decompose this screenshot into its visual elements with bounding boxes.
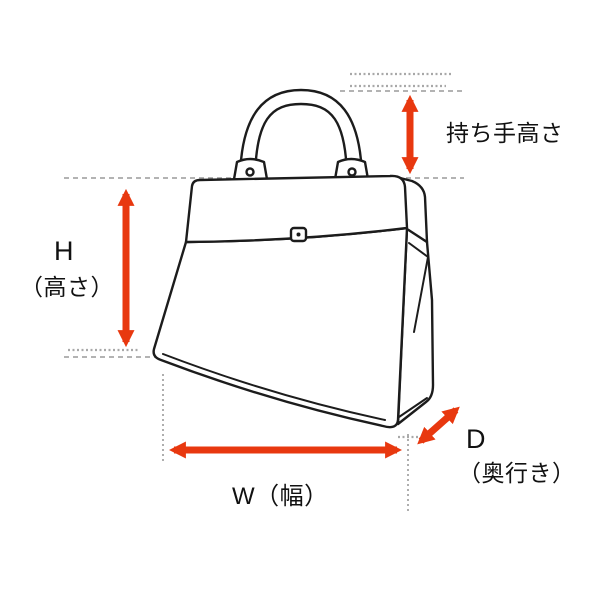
rivet-left: [245, 167, 255, 177]
label-height-word: （高さ）: [20, 274, 114, 300]
label-height-letter: H: [54, 236, 74, 266]
label-width: W（幅）: [232, 483, 329, 510]
handbag-art: [152, 88, 435, 429]
bag-clasp-hole: [296, 232, 301, 237]
bag-flap: [184, 174, 409, 244]
bag-gusset-fold: [408, 242, 429, 333]
label-handle-height: 持ち手高さ: [446, 120, 564, 146]
dimension-arrows: [117, 94, 460, 459]
bag-handle-inner: [253, 102, 349, 185]
rivet-right: [347, 167, 357, 177]
bag-side-bottom-seam: [398, 397, 428, 418]
label-depth-letter: D: [466, 424, 486, 454]
bag-front-panel: [152, 226, 409, 429]
bag-bottom-seam: [162, 353, 386, 421]
depth-arrow: [417, 406, 460, 445]
label-depth-word: （奥行き）: [458, 460, 576, 486]
